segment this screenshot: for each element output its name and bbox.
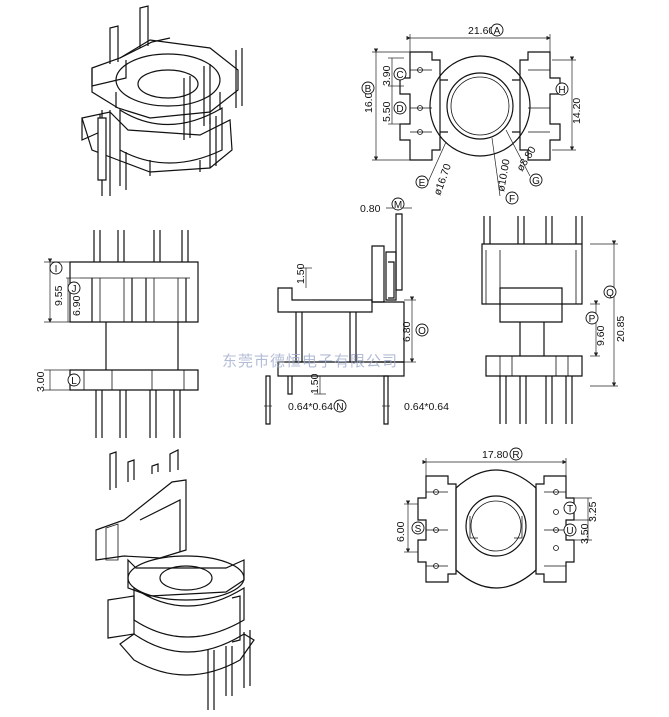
dim-r-value: 17.80 xyxy=(482,449,508,461)
dim-n-letter: N xyxy=(336,402,343,413)
dim-bottom-value: 1.50 xyxy=(309,373,321,394)
dim-f-letter: F xyxy=(509,194,515,205)
dim-a-letter: A xyxy=(494,26,501,37)
dim-d-letter: D xyxy=(396,104,403,115)
dim-f-value: ø10.00 xyxy=(495,158,513,192)
dim-h-letter: H xyxy=(558,85,565,96)
dim-l-letter: L xyxy=(71,376,77,387)
left-side-view: I 9.55 J 6.90 3.00 L xyxy=(35,230,199,438)
dim-s-value: 6.00 xyxy=(395,521,407,542)
dim-g-letter: G xyxy=(532,176,540,187)
dim-c-letter: C xyxy=(396,70,403,81)
top-view: 21.60 A 16.05 B 3.90 C 5.50 D ø16.70 E ø… xyxy=(361,23,583,205)
dim-top-value: 1.50 xyxy=(295,263,307,284)
dim-n-value: 0.64*0.64 xyxy=(288,401,333,413)
dim-a-value: 21.60 xyxy=(468,25,494,37)
dim-r-letter: R xyxy=(512,450,519,461)
dim-c-value: 3.90 xyxy=(381,65,393,86)
dim-q-value: 20.85 xyxy=(615,316,627,342)
right-side-view: 9.60 P 20.85 Q xyxy=(481,216,627,424)
dim-pin-right-value: 0.64*0.64 xyxy=(404,401,449,413)
dim-i-value: 9.55 xyxy=(53,285,65,306)
dim-u-value: 3.50 xyxy=(579,523,591,544)
dim-j-letter: J xyxy=(72,284,77,295)
dim-q-letter: Q xyxy=(606,288,614,299)
dim-p-letter: P xyxy=(589,314,596,325)
dim-b-letter: B xyxy=(365,84,372,95)
dim-m-value: 0.80 xyxy=(360,203,381,215)
dim-t-value: 3.25 xyxy=(587,501,599,522)
dim-t-letter: T xyxy=(567,504,573,515)
isometric-view-bottom xyxy=(95,449,255,710)
dim-s-letter: S xyxy=(415,524,422,535)
dim-d-value: 5.50 xyxy=(381,101,393,122)
dim-m-letter: M xyxy=(394,200,402,211)
isometric-view-top xyxy=(81,5,243,196)
bottom-view: 17.80 R 6.00 S 3.25 T 3.50 U xyxy=(395,447,599,589)
watermark-text: 东莞市德恒电子有限公司 xyxy=(222,352,398,370)
dim-i-letter: I xyxy=(55,264,58,275)
dim-o-value: 6.80 xyxy=(401,321,413,342)
dim-e-letter: E xyxy=(419,178,426,189)
dim-p-value: 9.60 xyxy=(595,325,607,346)
dim-u-letter: U xyxy=(566,526,573,537)
dim-l-value: 3.00 xyxy=(35,371,47,392)
dim-o-letter: O xyxy=(418,326,426,337)
dim-h-value: 14.20 xyxy=(571,98,583,124)
dim-j-value: 6.90 xyxy=(71,295,83,316)
section-view: 0.80 M 1.50 6.80 O 1.50 0.64*0.64 N 0.64… xyxy=(264,197,449,425)
dim-g-value: ø8.80 xyxy=(514,144,538,173)
